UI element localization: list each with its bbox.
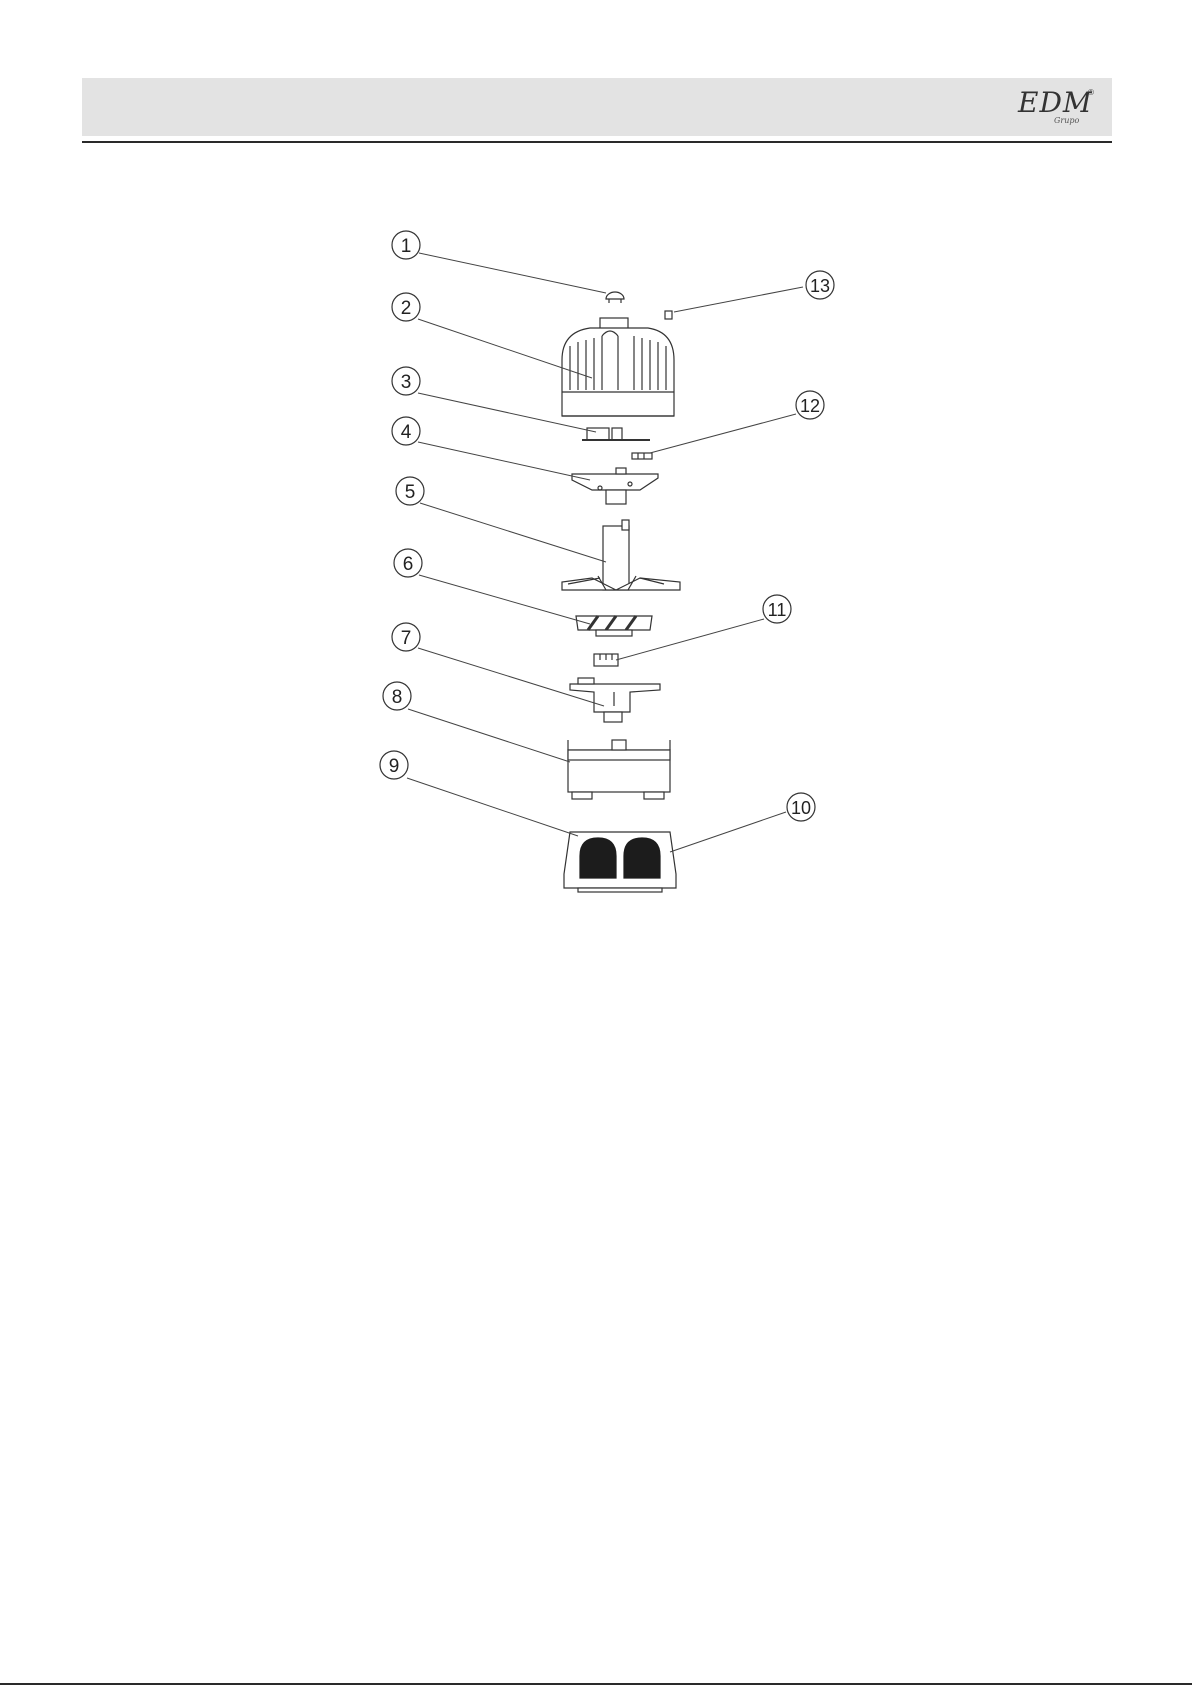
- callout-5: 5: [396, 477, 424, 505]
- callout-2: 2: [392, 293, 420, 321]
- part-5-reflector: [562, 520, 680, 590]
- part-3-driver-board: [582, 428, 650, 440]
- callout-7: 7: [392, 623, 420, 651]
- svg-text:5: 5: [405, 482, 416, 503]
- callout-1: 1: [392, 231, 420, 259]
- svg-text:11: 11: [768, 600, 787, 620]
- callout-11: 11: [763, 595, 791, 623]
- part-13-clip: [665, 311, 672, 319]
- callout-3: 3: [392, 367, 420, 395]
- part-4-mounting-plate: [572, 468, 658, 504]
- callout-6: 6: [394, 549, 422, 577]
- callout-4: 4: [392, 417, 420, 445]
- part-9-base-plug: [564, 832, 676, 892]
- part-2-heatsink: [562, 318, 674, 416]
- svg-text:13: 13: [810, 276, 830, 296]
- part-11-led-connector: [594, 654, 618, 666]
- svg-text:10: 10: [791, 798, 811, 818]
- svg-text:3: 3: [401, 372, 412, 393]
- part-12-connector: [632, 453, 652, 459]
- callout-8: 8: [383, 682, 411, 710]
- svg-text:2: 2: [401, 298, 412, 319]
- svg-text:12: 12: [800, 396, 820, 416]
- callout-13: 13: [806, 271, 834, 299]
- svg-text:4: 4: [401, 422, 412, 443]
- svg-text:9: 9: [389, 756, 400, 777]
- callout-9: 9: [380, 751, 408, 779]
- callout-10: 10: [787, 793, 815, 821]
- svg-text:1: 1: [401, 236, 412, 257]
- svg-text:6: 6: [403, 554, 414, 575]
- svg-text:8: 8: [392, 687, 403, 708]
- svg-text:7: 7: [401, 628, 412, 649]
- part-8-body-shell: [568, 740, 670, 799]
- part-1-cap: [606, 292, 624, 303]
- part-6-lens: [576, 616, 652, 636]
- callout-12: 12: [796, 391, 824, 419]
